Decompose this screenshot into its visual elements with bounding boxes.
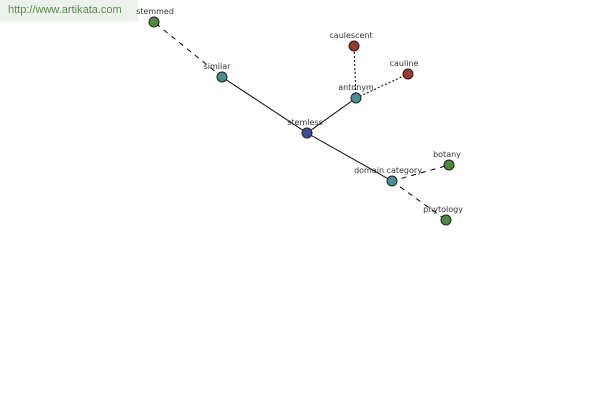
labels: stemless similar stemmed antonym caulesc… bbox=[136, 7, 463, 214]
node-botany[interactable] bbox=[443, 159, 455, 171]
edge-domain-phytology bbox=[391, 180, 447, 221]
label-stemless: stemless bbox=[287, 118, 323, 127]
node-similar[interactable] bbox=[216, 71, 228, 83]
nodes bbox=[148, 16, 455, 226]
label-caulescent: caulescent bbox=[329, 31, 372, 40]
node-phytology[interactable] bbox=[440, 214, 452, 226]
label-cauline: cauline bbox=[390, 59, 419, 68]
edges bbox=[153, 21, 450, 221]
node-antonym[interactable] bbox=[350, 92, 362, 104]
label-similar: similar bbox=[204, 62, 232, 71]
node-stemless[interactable] bbox=[301, 127, 313, 139]
label-domain-category: domain category bbox=[354, 166, 422, 175]
label-botany: botany bbox=[433, 150, 461, 159]
label-antonym: antonym bbox=[338, 83, 374, 92]
edge-stemless-similar bbox=[221, 76, 308, 134]
node-domain-category[interactable] bbox=[386, 175, 398, 187]
edge-stemless-domain bbox=[306, 132, 393, 182]
node-cauline[interactable] bbox=[402, 68, 414, 80]
label-phytology: phytology bbox=[423, 205, 463, 214]
node-stemmed[interactable] bbox=[148, 16, 160, 28]
edge-similar-stemmed bbox=[153, 21, 223, 78]
edge-stemless-antonym bbox=[306, 97, 357, 134]
watermark: http://www.artikata.com bbox=[0, 0, 138, 22]
label-stemmed: stemmed bbox=[136, 7, 174, 16]
edge-antonym-caulescent bbox=[353, 45, 357, 99]
edge-antonym-cauline bbox=[355, 73, 409, 99]
node-caulescent[interactable] bbox=[348, 40, 360, 52]
